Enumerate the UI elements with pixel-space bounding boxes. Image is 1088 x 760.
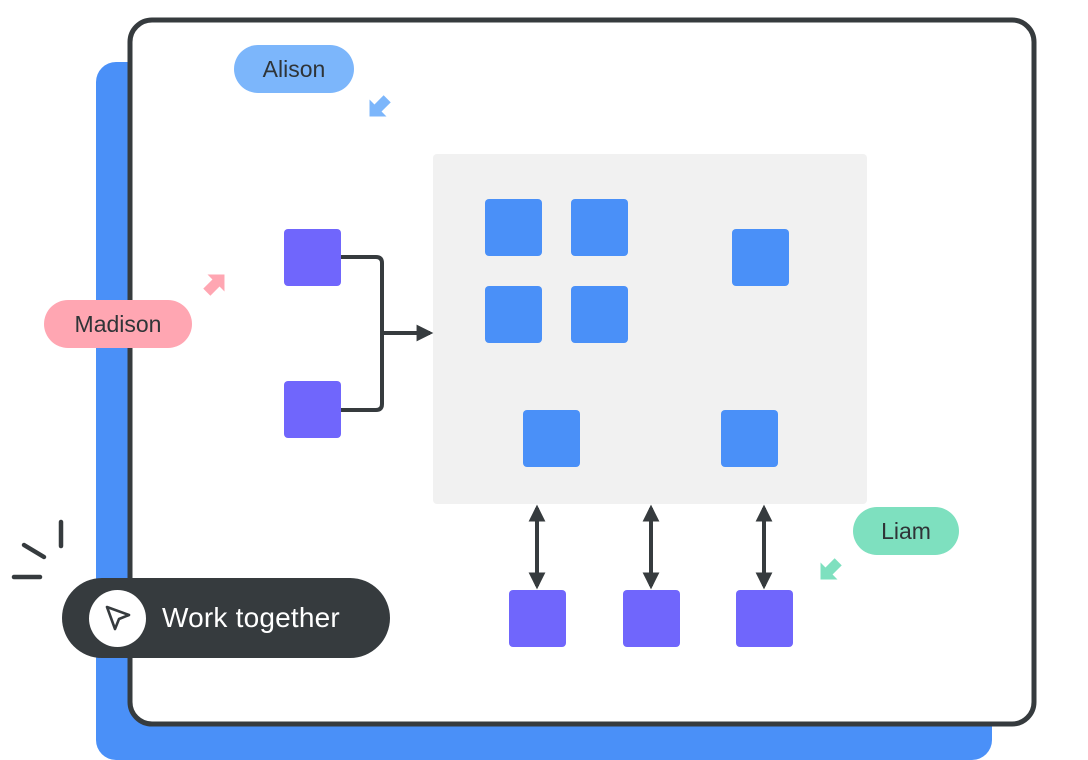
purple-node[interactable] xyxy=(509,590,566,647)
blue-node[interactable] xyxy=(721,410,778,467)
work-together-badge[interactable]: Work together xyxy=(62,578,390,658)
alison-cursor-arrow-icon xyxy=(369,95,391,117)
madison-cursor-arrow-icon xyxy=(203,274,225,296)
blue-node[interactable] xyxy=(571,286,628,343)
liam-cursor-arrow-icon xyxy=(820,558,842,580)
purple-node[interactable] xyxy=(623,590,680,647)
blue-node[interactable] xyxy=(732,229,789,286)
blue-node[interactable] xyxy=(571,199,628,256)
purple-node[interactable] xyxy=(284,229,341,286)
purple-node[interactable] xyxy=(284,381,341,438)
collaborator-label-madison: Madison xyxy=(44,300,192,348)
collaborator-label-alison: Alison xyxy=(234,45,354,93)
purple-node[interactable] xyxy=(736,590,793,647)
blue-node[interactable] xyxy=(485,286,542,343)
blue-node[interactable] xyxy=(485,199,542,256)
badge-label: Work together xyxy=(162,602,340,633)
blue-node[interactable] xyxy=(523,410,580,467)
collaborator-label-liam: Liam xyxy=(853,507,959,555)
cursor-arrow-icon xyxy=(89,589,146,647)
burst-lines-icon xyxy=(11,519,64,580)
